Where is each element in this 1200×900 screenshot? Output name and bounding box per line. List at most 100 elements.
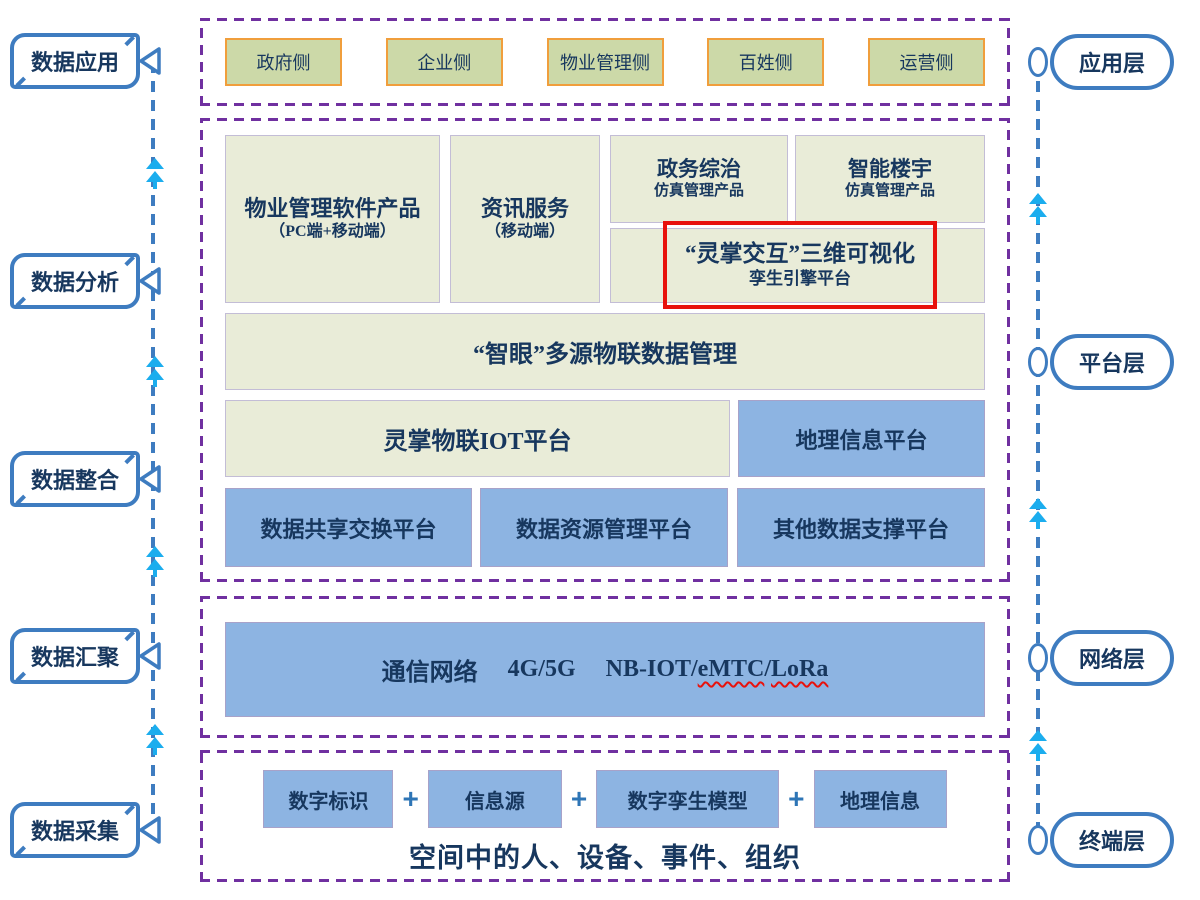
box-communication-network: 通信网络 4G/5G NB-IOT/eMTC/LoRa: [225, 622, 985, 717]
line-node-circle: [1028, 643, 1048, 673]
box-label: 数字孪生模型: [627, 790, 748, 813]
box-digital-identity: 数字标识: [263, 770, 394, 828]
box-digital-twin-model: 数字孪生模型: [596, 770, 780, 828]
connector-triangle-icon: [139, 642, 161, 670]
application-layer-container: 政府侧 企业侧 物业管理侧 百姓侧 运营侧: [200, 18, 1010, 106]
box-smart-building-simulation: 智能楼宇 仿真管理产品: [795, 135, 985, 223]
flow-up-arrow-icon: [145, 724, 165, 755]
box-twin-engine-base: [610, 228, 985, 303]
flow-up-arrow-icon: [145, 158, 165, 189]
box-subtitle: （移动端）: [484, 223, 565, 241]
tag-data-collection: 数据采集: [10, 802, 140, 858]
tag-data-integration: 数据整合: [10, 451, 140, 507]
box-label: 物业管理侧: [560, 53, 650, 73]
corner-notch: [124, 35, 135, 46]
pill-network-layer: 网络层: [1050, 630, 1174, 686]
corner-notch: [124, 630, 135, 641]
box-label: 地理信息: [840, 790, 921, 813]
right-flow-dashed-line: [1036, 62, 1040, 840]
terminal-elements-row: 数字标识 + 信息源 + 数字孪生模型 + 地理信息: [200, 770, 1010, 828]
box-data-resource-platform: 数据资源管理平台: [480, 488, 728, 567]
box-subtitle: 孪生引擎平台: [749, 269, 851, 289]
box-subtitle: 仿真管理产品: [844, 183, 935, 200]
corner-notch: [124, 804, 135, 815]
box-title: 政务综治: [657, 157, 741, 182]
box-title: 地理信息平台: [795, 427, 928, 453]
flow-up-arrow-icon: [145, 356, 165, 387]
pill-label: 网络层: [1078, 647, 1145, 672]
flow-up-arrow-icon: [1028, 498, 1048, 529]
corner-notch: [15, 296, 26, 307]
box-property-mgmt-side: 物业管理侧: [546, 38, 664, 86]
box-smart-eye-data-mgmt: “智眼”多源物联数据管理: [225, 313, 985, 390]
box-title: 智能楼宇: [848, 157, 932, 182]
box-government-simulation: 政务综治 仿真管理产品: [610, 135, 788, 223]
flow-up-arrow-icon: [1028, 730, 1048, 761]
box-title: 灵掌物联IOT平台: [383, 429, 572, 455]
line-node-circle: [1028, 825, 1048, 855]
tag-data-application: 数据应用: [10, 33, 140, 89]
box-title: 资讯服务: [480, 195, 569, 221]
box-label: 企业侧: [417, 53, 472, 73]
box-other-data-support-platform: 其他数据支撑平台: [737, 488, 985, 567]
box-label: 数字标识: [288, 790, 369, 813]
left-flow-dashed-line: [151, 62, 155, 830]
tag-data-aggregation: 数据汇聚: [10, 628, 140, 684]
terminal-layer-container: 数字标识 + 信息源 + 数字孪生模型 + 地理信息 空间中的人、设备、事件、组…: [200, 750, 1010, 882]
connector-triangle-icon: [139, 816, 161, 844]
pill-label: 应用层: [1078, 51, 1145, 76]
box-operation-side: 运营侧: [868, 38, 985, 86]
corner-notch: [15, 845, 26, 856]
line-node-circle: [1028, 347, 1048, 377]
box-information-source: 信息源: [427, 770, 562, 828]
box-title: 物业管理软件产品: [244, 195, 421, 221]
network-text: NB-IOT/eMTC/LoRa: [606, 656, 829, 683]
pill-platform-layer: 平台层: [1050, 334, 1174, 390]
platform-layer-container: 物业管理软件产品 （PC端+移动端） 资讯服务 （移动端） 政务综治 仿真管理产…: [200, 118, 1010, 582]
network-text-emtc: eMTC: [697, 656, 765, 682]
terminal-caption: 空间中的人、设备、事件、组织: [409, 843, 801, 873]
box-title: 其他数据支撑平台: [772, 516, 949, 542]
corner-notch: [124, 453, 135, 464]
network-layer-container: 通信网络 4G/5G NB-IOT/eMTC/LoRa: [200, 596, 1010, 738]
application-side-row: 政府侧 企业侧 物业管理侧 百姓侧 运营侧: [200, 38, 1010, 86]
corner-notch: [15, 494, 26, 505]
tag-label: 数据汇聚: [30, 645, 119, 670]
pill-application-layer: 应用层: [1050, 34, 1174, 90]
box-label: 百姓侧: [738, 53, 793, 73]
tag-data-analysis: 数据分析: [10, 253, 140, 309]
connector-triangle-icon: [139, 47, 161, 75]
tag-label: 数据分析: [30, 270, 119, 295]
plus-icon: +: [402, 783, 419, 814]
network-text: 通信网络: [381, 660, 478, 686]
line-node-circle: [1028, 47, 1048, 77]
box-subtitle: 仿真管理产品: [653, 183, 744, 200]
box-citizen-side: 百姓侧: [707, 38, 825, 86]
connector-triangle-icon: [139, 465, 161, 493]
box-title: 数据共享交换平台: [260, 516, 437, 542]
box-government-side: 政府侧: [225, 38, 342, 86]
pill-label: 平台层: [1078, 351, 1145, 376]
network-text: NB-IOT/: [605, 656, 698, 682]
box-info-service: 资讯服务 （移动端）: [450, 135, 600, 303]
corner-notch: [15, 76, 26, 87]
pill-terminal-layer: 终端层: [1050, 812, 1174, 868]
box-title: “灵掌交互”三维可视化: [685, 240, 915, 266]
network-text: /: [764, 656, 771, 682]
box-iot-platform: 灵掌物联IOT平台: [225, 400, 730, 477]
plus-icon: +: [788, 783, 805, 814]
box-title: “智眼”多源物联数据管理: [473, 342, 737, 368]
corner-notch: [124, 255, 135, 266]
tag-label: 数据采集: [30, 819, 119, 844]
box-property-software: 物业管理软件产品 （PC端+移动端）: [225, 135, 440, 303]
box-enterprise-side: 企业侧: [385, 38, 503, 86]
tag-label: 数据整合: [30, 468, 119, 493]
box-gis-platform: 地理信息平台: [738, 400, 985, 477]
pill-label: 终端层: [1078, 829, 1145, 854]
network-text-lora: LoRa: [771, 656, 829, 682]
box-subtitle: （PC端+移动端）: [269, 223, 396, 241]
box-label: 信息源: [464, 790, 525, 813]
box-label: 运营侧: [899, 53, 954, 73]
box-label: 政府侧: [256, 53, 311, 73]
plus-icon: +: [570, 783, 588, 814]
